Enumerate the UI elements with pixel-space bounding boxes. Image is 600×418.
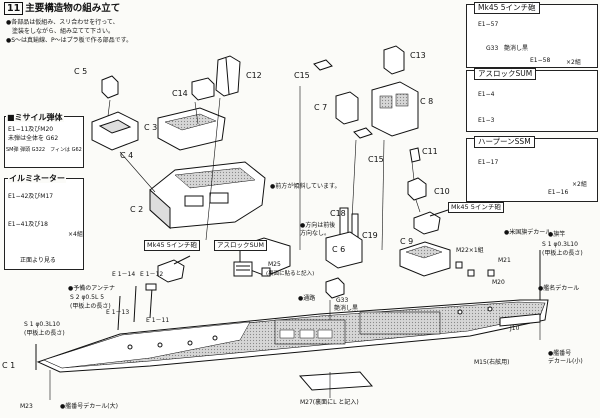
part-label-c7: C 7 <box>314 103 328 112</box>
harpoon-part1: E1−17 <box>478 159 499 166</box>
part-label-e1-13: E 1－13 <box>106 309 130 316</box>
callout-vent: ●通路 <box>298 295 316 302</box>
weapons-drawing <box>35 209 541 370</box>
illuminator-qty: ×4組 <box>68 231 83 238</box>
part-label-c15-top: C15 <box>294 71 310 80</box>
part-label-c14: C14 <box>172 89 188 98</box>
harpoon-box-title: ハープーンSSM <box>474 136 535 148</box>
mk45-part2: G33 <box>486 45 499 52</box>
part-label-e1-11: E 1－11 <box>146 317 170 324</box>
part-label-g33: G33 <box>336 297 349 304</box>
label-asroc: アスロックSUM <box>214 240 267 251</box>
part-label-c8: C 8 <box>420 97 434 106</box>
part-label-c5: C 5 <box>74 67 88 76</box>
part-label-c4: C 4 <box>120 151 134 160</box>
part-label-m15: M15(右舷用) <box>474 359 510 366</box>
part-label-c10: C10 <box>434 187 450 196</box>
part-label-e1-14: E 1－14 <box>112 271 136 278</box>
callout-s1-right: S 1 φ0.3L10 <box>542 241 578 248</box>
callout-antenna-title: ●予備のアンテナ <box>68 285 115 292</box>
note-line-2: 塗装をしながら、組み立てて下さい。 <box>6 28 115 35</box>
part-label-g33-note: 艶消し黒 <box>334 305 359 312</box>
part-label-m25-note: (裏面に貼ると記入) <box>266 271 315 277</box>
illuminator-line2: E1−41及び18 <box>8 221 48 228</box>
part-label-c6: C 6 <box>332 245 346 254</box>
part-label-m23: M23 <box>20 403 33 410</box>
callout-antenna-note: (甲板上の長さ) <box>70 303 111 310</box>
part-label-m22: M22×1組 <box>456 247 484 254</box>
callout-name-decal: ●艦名デカール <box>538 285 580 292</box>
hull-drawing <box>36 299 549 391</box>
callout-s1-left-note: (甲板上の長さ) <box>24 330 65 337</box>
part-label-e1-12: E 1－12 <box>140 271 164 278</box>
superstructure-c2-drawing <box>149 161 266 230</box>
illuminator-box-title: イルミネーター <box>8 174 66 183</box>
missile-box-line1: E1−11及びM20 <box>8 126 54 133</box>
harpoon-qty: ×2組 <box>572 181 587 188</box>
mk45-part2-note: 艶消し黒 <box>504 45 529 52</box>
part-label-c9: C 9 <box>400 237 414 246</box>
callout-hull-no-small: ●艦番号 デカール(小) <box>548 350 583 366</box>
part-label-c13: C13 <box>410 51 426 60</box>
asroc-part2: E1−3 <box>478 117 495 124</box>
mk45-part3: E1−58 <box>530 57 551 64</box>
illuminator-box <box>4 178 84 270</box>
aft-superstructure-drawing <box>239 45 451 277</box>
part-label-c18: C18 <box>330 209 346 218</box>
label-mk45-bow: Mk45 5インチ砲 <box>144 240 200 251</box>
mk45-box-title: Mk45 5インチ砲 <box>474 2 540 14</box>
note-line-1: ●各部品は仮組み、スリ合わせを行って、 <box>6 19 119 26</box>
leader-lines <box>49 86 541 400</box>
part-label-c3: C 3 <box>144 123 158 132</box>
bridge-parts-drawing <box>91 55 241 151</box>
part-label-c11: C11 <box>422 147 438 156</box>
callout-hull-no-small-text: ●艦番号 デカール(小) <box>548 350 583 365</box>
illuminator-line1: E1−42及びM17 <box>8 193 54 200</box>
part-label-c2: C 2 <box>130 205 144 214</box>
part-label-c19: C19 <box>362 231 378 240</box>
part-label-c1: C 1 <box>2 361 16 370</box>
illuminator-view: 正面より見る <box>20 257 56 264</box>
callout-flagstaff-title: ●旗竿 <box>548 231 566 238</box>
section-title-text: 主要構造物の組み立て <box>25 3 121 14</box>
callout-s1-right-note: (甲板上の長さ) <box>542 250 583 257</box>
callout-us-flag-decal: ●米国旗デカール <box>504 229 552 236</box>
part-label-j10: J10 <box>510 325 520 332</box>
part-label-m27: M27(裏面にL と記入) <box>300 399 359 406</box>
missile-box-line3: SM弾 弾頭 G322 フィンは G62 <box>6 147 82 153</box>
mk45-qty: ×2組 <box>566 59 581 66</box>
part-label-m25: M25 <box>268 261 281 268</box>
callout-hull-no-large: ●艦番号デカール(大) <box>60 403 118 410</box>
part-label-m21: M21 <box>498 257 511 264</box>
asroc-part1: E1−4 <box>478 91 495 98</box>
mk45-box <box>466 4 598 68</box>
part-label-m20: M20 <box>492 279 505 286</box>
label-mk45-aft: Mk45 5インチ砲 <box>448 202 504 213</box>
section-number: 11 <box>4 2 24 15</box>
missile-box-line2: 未弾は全体を G62 <box>8 135 59 142</box>
missile-box <box>4 116 84 168</box>
callout-antenna-spec: S 2 φ0.5L 5 <box>70 294 105 301</box>
harpoon-part2: E1−16 <box>548 189 569 196</box>
part-label-c12: C12 <box>246 71 262 80</box>
mk45-part1: E1−57 <box>478 21 499 28</box>
note-line-3: ●S～は真鍮線、P～はプラ板で作る部品です。 <box>6 37 133 44</box>
callout-s1-left: S 1 φ0.3L10 <box>24 321 60 328</box>
missile-box-title: ■ミサイル弾体 <box>6 113 64 122</box>
callout-direction-text: ●方向は前後 方向なし。 <box>300 222 336 237</box>
harpoon-box <box>466 138 598 202</box>
part-label-c15-lower: C15 <box>368 155 384 164</box>
callout-front-sloped: ●前方が傾斜しています。 <box>270 183 341 190</box>
callout-direction: ●方向は前後 方向なし。 <box>300 222 335 238</box>
asroc-box-title: アスロックSUM <box>474 68 537 80</box>
